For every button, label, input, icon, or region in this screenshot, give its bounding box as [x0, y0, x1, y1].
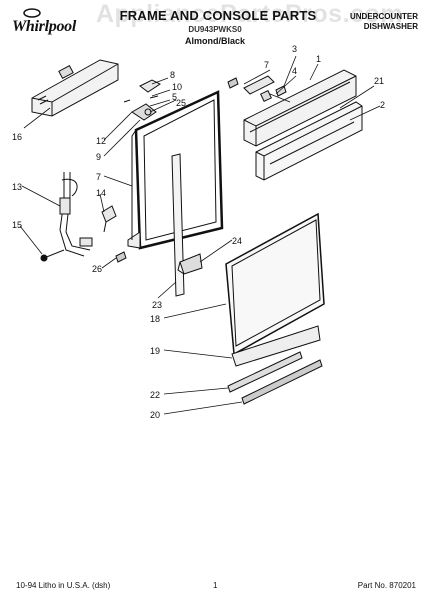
callout-8: 7 [96, 172, 101, 182]
callout-1: 1 [316, 54, 321, 64]
callout-26: 26 [92, 264, 102, 274]
page-title: FRAME AND CONSOLE PARTS [119, 8, 317, 23]
part-connector [101, 205, 117, 233]
watermark: AppliancePartsPros.com [96, 0, 403, 28]
callout-13: 13 [12, 182, 22, 192]
brand-logo [8, 8, 86, 40]
category-line-2: DISHWASHER [363, 22, 418, 31]
callout-9: 8 [170, 70, 175, 80]
brand-name: Whirlpool [12, 18, 76, 35]
part-console-bracket [31, 59, 119, 117]
callout-11: 10 [172, 82, 182, 92]
part-latch-assembly [123, 79, 161, 121]
category-line-1: UNDERCOUNTER [350, 12, 418, 21]
callout-12: 12 [96, 136, 106, 146]
part-door-panel [225, 212, 325, 356]
model-number: DU943PWKS0 [188, 25, 242, 34]
part-bottom-trim [231, 325, 321, 367]
callout-3: 3 [292, 44, 297, 54]
part-kick-rail [227, 351, 323, 405]
callout-19: 19 [150, 346, 160, 356]
leader-lines [19, 55, 381, 415]
callout-5: 5 [172, 92, 177, 102]
part-number: Part No. 870201 [357, 581, 416, 590]
part-door-frame [127, 90, 224, 250]
color-option: Almond/Black [184, 36, 245, 46]
part-wire-harness [40, 172, 93, 262]
callout-25: 24 [232, 236, 242, 246]
page-number: 1 [213, 581, 218, 590]
callout-numbers: 16 13 15 14 26 7 12 9 8 10 5 25 23 24 18… [12, 44, 385, 420]
part-console-front [255, 101, 363, 181]
callout-10: 9 [96, 152, 101, 162]
part-console-panel [243, 69, 357, 147]
callout-18: 18 [150, 314, 160, 324]
logo-emblem [23, 8, 41, 18]
product-category: UNDERCOUNTER DISHWASHER [350, 12, 418, 32]
callout-16: 16 [12, 132, 22, 142]
print-info: 10-94 Litho in U.S.A. (dsh) [16, 581, 111, 590]
part-side-strip [171, 153, 185, 297]
callout-24: 25 [176, 98, 186, 108]
callout-14: 14 [96, 188, 106, 198]
callout-23: 23 [152, 300, 162, 310]
part-clip [177, 253, 203, 275]
callout-7: 7 [264, 60, 269, 70]
part-console-fittings [227, 75, 287, 102]
callout-21: 22 [150, 390, 160, 400]
callout-2: 2 [380, 100, 385, 110]
callout-20: 20 [150, 410, 160, 420]
callout-22: 21 [374, 76, 384, 86]
callout-15: 15 [12, 220, 22, 230]
callout-4: 4 [292, 66, 297, 76]
part-screw [115, 251, 127, 263]
